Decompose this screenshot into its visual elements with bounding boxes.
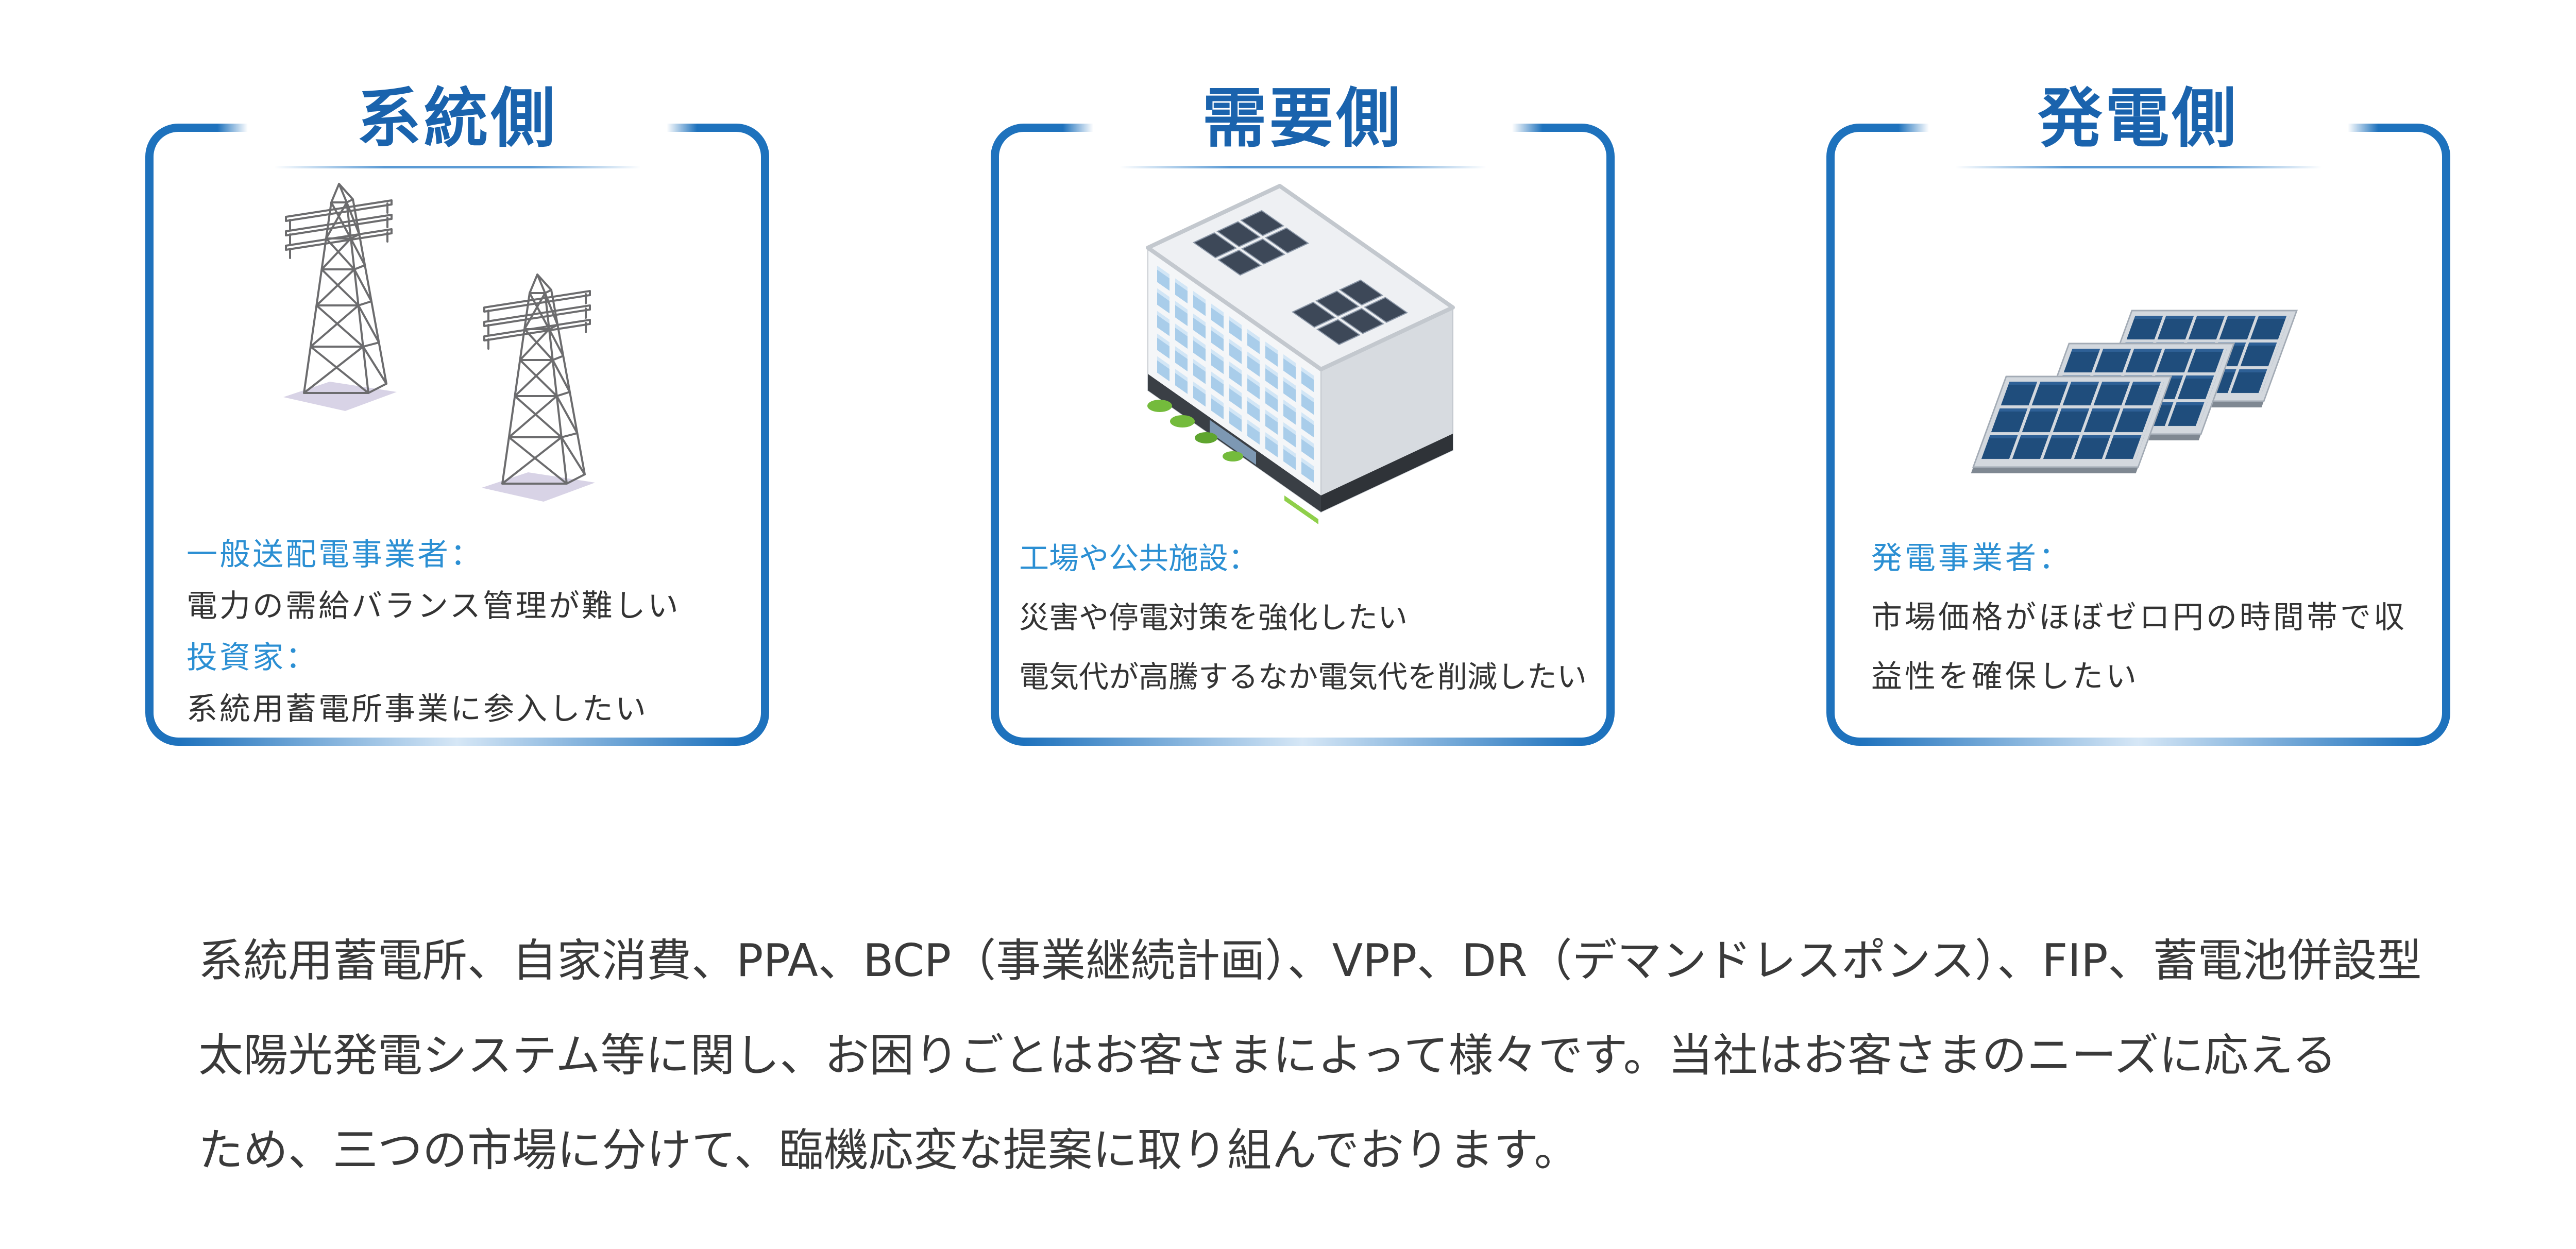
audience-need: 災害や停電対策を強化したい xyxy=(1019,600,1408,635)
rooftop-panel-cluster xyxy=(1192,209,1312,277)
card-title-underline xyxy=(1120,166,1486,168)
card-title: 需要側 xyxy=(1202,81,1403,156)
demand-side-card: 需要側 xyxy=(991,83,1615,746)
shrub xyxy=(1195,432,1217,443)
solar-panels-illustration xyxy=(1971,310,2298,473)
grid-side-card: 系統側 一般送配電事業者： 電力の需給バランス管理が難しい 投資家： 系統用蓄電… xyxy=(145,83,769,746)
audience-label: 工場や公共施設： xyxy=(1019,541,1259,576)
audience-need: 系統用蓄電所事業に参入したい xyxy=(187,691,648,727)
panel-cells xyxy=(1980,382,2164,462)
office-building-illustration xyxy=(1146,184,1455,524)
card-title-gap xyxy=(1899,124,2378,132)
card-description: 一般送配電事業者： 電力の需給バランス管理が難しい 投資家： 系統用蓄電所事業に… xyxy=(187,529,681,735)
shrub xyxy=(1223,451,1243,461)
card-frame-fade xyxy=(1024,738,1582,746)
audience-need: 電気代が高騰するなか電気代を削減したい xyxy=(1019,659,1587,694)
lawn-strip xyxy=(1284,495,1318,524)
card-title-underline xyxy=(1955,166,2322,168)
audience-label: 投資家： xyxy=(187,640,318,676)
intro-paragraph: 系統用蓄電所、自家消費、PPA、BCP（事業継続計画）、VPP、DR（デマンドレ… xyxy=(198,913,2422,1197)
card-title-underline xyxy=(274,166,641,168)
panel-edge xyxy=(1971,467,2139,473)
window-grid xyxy=(1157,265,1319,487)
shrub xyxy=(1147,400,1172,412)
intro-line: 系統用蓄電所、自家消費、PPA、BCP（事業継続計画）、VPP、DR（デマンドレ… xyxy=(198,934,2422,987)
card-frame-fade xyxy=(178,738,736,746)
card-title-gap xyxy=(217,124,697,132)
card-title-gap xyxy=(1063,124,1543,132)
card-description: 工場や公共施設： 災害や停電対策を強化したい 電気代が高騰するなか電気代を削減し… xyxy=(1019,529,1587,707)
generation-side-card: 発電側 発電事業者： 市場価格がほぼゼロ円の時間帯で収 益性を確保したい xyxy=(1826,83,2450,746)
transmission-tower-icon xyxy=(481,273,596,503)
rooftop-solar-panels xyxy=(1192,209,1411,347)
transmission-tower-icon xyxy=(282,183,398,412)
intro-line: 太陽光発電システム等に関し、お困りごとはお客さまによって様々です。当社はお客さま… xyxy=(198,1029,2337,1082)
intro-line: ため、三つの市場に分けて、臨機応変な提案に取り組んでおります。 xyxy=(198,1124,1579,1176)
building-entrance xyxy=(1210,420,1256,465)
audience-need: 益性を確保したい xyxy=(1871,659,2139,695)
card-description: 発電事業者： 市場価格がほぼゼロ円の時間帯で収 益性を確保したい xyxy=(1871,529,2407,707)
audience-label: 一般送配電事業者： xyxy=(187,537,483,573)
audience-label: 発電事業者： xyxy=(1871,540,2072,576)
solar-panel-icon xyxy=(1971,375,2173,473)
shrub xyxy=(1170,415,1195,427)
audience-need: 市場価格がほぼゼロ円の時間帯で収 xyxy=(1871,600,2407,636)
audience-need: 電力の需給バランス管理が難しい xyxy=(187,588,681,624)
building-windows xyxy=(1157,265,1319,487)
card-title: 系統側 xyxy=(357,81,558,156)
entrance-glass xyxy=(1210,420,1256,465)
building-base-side xyxy=(1321,434,1453,512)
card-frame-fade xyxy=(1859,738,2417,746)
office-building-icon xyxy=(1146,184,1455,524)
rooftop-panel-cluster xyxy=(1291,278,1411,347)
card-title: 発電側 xyxy=(2038,81,2239,156)
transmission-towers-illustration xyxy=(282,183,596,503)
